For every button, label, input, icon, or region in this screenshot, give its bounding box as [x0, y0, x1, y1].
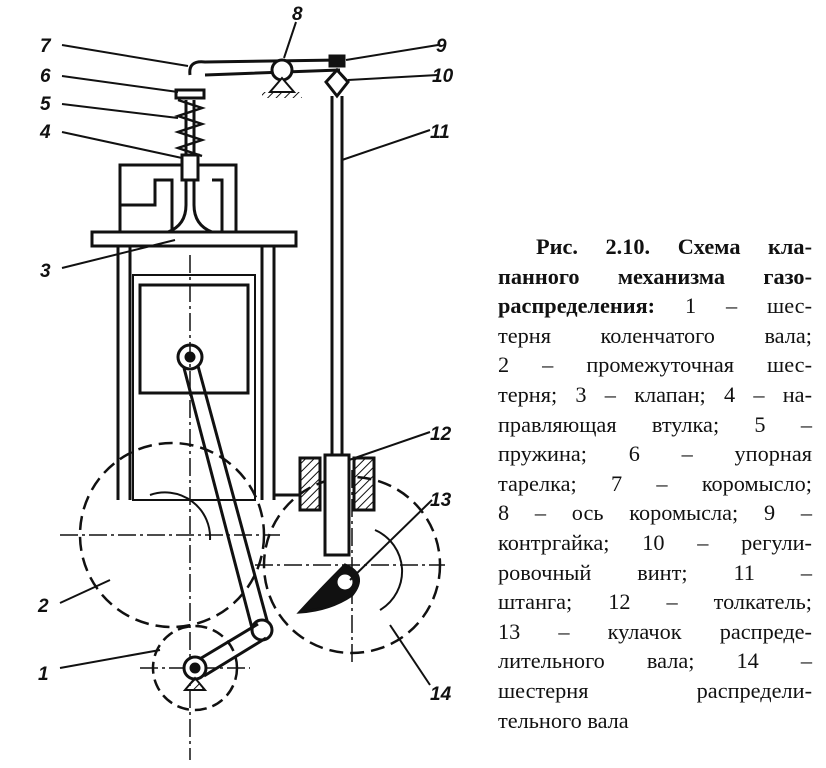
- locknut: [328, 54, 346, 68]
- label-5: 5: [40, 94, 51, 115]
- caption-line: распределения: 1 – шес-: [498, 291, 812, 321]
- cylinder-flange: [90, 230, 298, 248]
- caption-text: терня; 3 – клапан; 4 – на-: [498, 381, 812, 407]
- rocker-arm: [188, 58, 341, 77]
- label-14: 14: [430, 684, 452, 705]
- caption-line: правляющая втулка; 5 –: [498, 410, 812, 440]
- caption-line: терня; 3 – клапан; 4 – на-: [498, 380, 812, 410]
- caption-line: лительного вала; 14 –: [498, 646, 812, 676]
- caption-line: ровочный винт; 11 –: [498, 558, 812, 588]
- caption-text: тарелка; 7 – коромысло;: [498, 470, 812, 496]
- caption-line: штанга; 12 – толкатель;: [498, 587, 812, 617]
- caption-line: 8 – ось коромысла; 9 –: [498, 498, 812, 528]
- caption-text: шестерня распредели-: [498, 677, 812, 703]
- tappet-guide-right: [352, 456, 376, 512]
- tappet: [323, 453, 351, 557]
- adjusting-screw: [324, 67, 350, 99]
- caption-bold-text: распределения:: [498, 293, 656, 319]
- crank: [197, 622, 267, 678]
- caption-line: тарелка; 7 – коромысло;: [498, 469, 812, 499]
- caption-text: контргайка; 10 – регули-: [498, 529, 812, 555]
- label-6: 6: [40, 66, 51, 87]
- caption-text: пружина; 6 – упорная: [498, 441, 812, 467]
- caption-bold-text: панного механизма газо-: [498, 263, 812, 289]
- caption-line: 2 – промежуточная шес-: [498, 350, 812, 380]
- caption-line: пружина; 6 – упорная: [498, 439, 812, 469]
- tappet-guide-left: [298, 456, 322, 512]
- caption-text: 1 – шес-: [655, 293, 812, 319]
- label-9: 9: [436, 36, 447, 57]
- figure-caption: Рис. 2.10. Схема кла-панного механизма г…: [498, 232, 812, 735]
- connecting-rod: [182, 365, 270, 629]
- caption-text: ровочный винт; 11 –: [498, 559, 812, 585]
- caption-line: панного механизма газо-: [498, 262, 812, 292]
- label-1: 1: [38, 664, 49, 685]
- caption-line: Рис. 2.10. Схема кла-: [498, 232, 812, 262]
- label-12: 12: [430, 424, 452, 445]
- caption-text: правляющая втулка; 5 –: [498, 411, 812, 437]
- caption-text: 13 – кулачок распреде-: [498, 618, 812, 644]
- label-8: 8: [292, 4, 303, 25]
- piston: [138, 283, 250, 395]
- caption-text: лительного вала; 14 –: [498, 648, 812, 674]
- caption-line: шестерня распредели-: [498, 676, 812, 706]
- spring-retainer: [174, 88, 206, 100]
- caption-text: терня коленчатого вала;: [498, 322, 812, 348]
- label-13: 13: [430, 490, 452, 511]
- cylinder: [116, 246, 300, 500]
- label-7: 7: [40, 36, 52, 57]
- caption-line: 13 – кулачок распреде-: [498, 617, 812, 647]
- label-2: 2: [37, 596, 49, 617]
- caption-text: 8 – ось коромысла; 9 –: [498, 500, 812, 526]
- caption-bold-text: Рис. 2.10. Схема кла-: [536, 234, 812, 259]
- cam: [296, 563, 361, 614]
- caption-text: штанга; 12 – толкатель;: [498, 589, 812, 615]
- label-10: 10: [432, 66, 454, 87]
- pushrod: [330, 96, 344, 470]
- caption-line: контргайка; 10 – регули-: [498, 528, 812, 558]
- valve-guide: [180, 153, 200, 182]
- caption-line: терня коленчатого вала;: [498, 321, 812, 351]
- cylinder-head: [118, 163, 238, 232]
- caption-line: тельного вала: [498, 706, 812, 736]
- caption-text: 2 – промежуточная шес-: [498, 352, 812, 378]
- caption-text: тельного вала: [498, 707, 629, 733]
- valve-spring: [174, 98, 206, 158]
- label-11: 11: [430, 122, 450, 143]
- label-4: 4: [39, 122, 51, 143]
- label-3: 3: [40, 261, 51, 282]
- piston-pin: [176, 343, 204, 371]
